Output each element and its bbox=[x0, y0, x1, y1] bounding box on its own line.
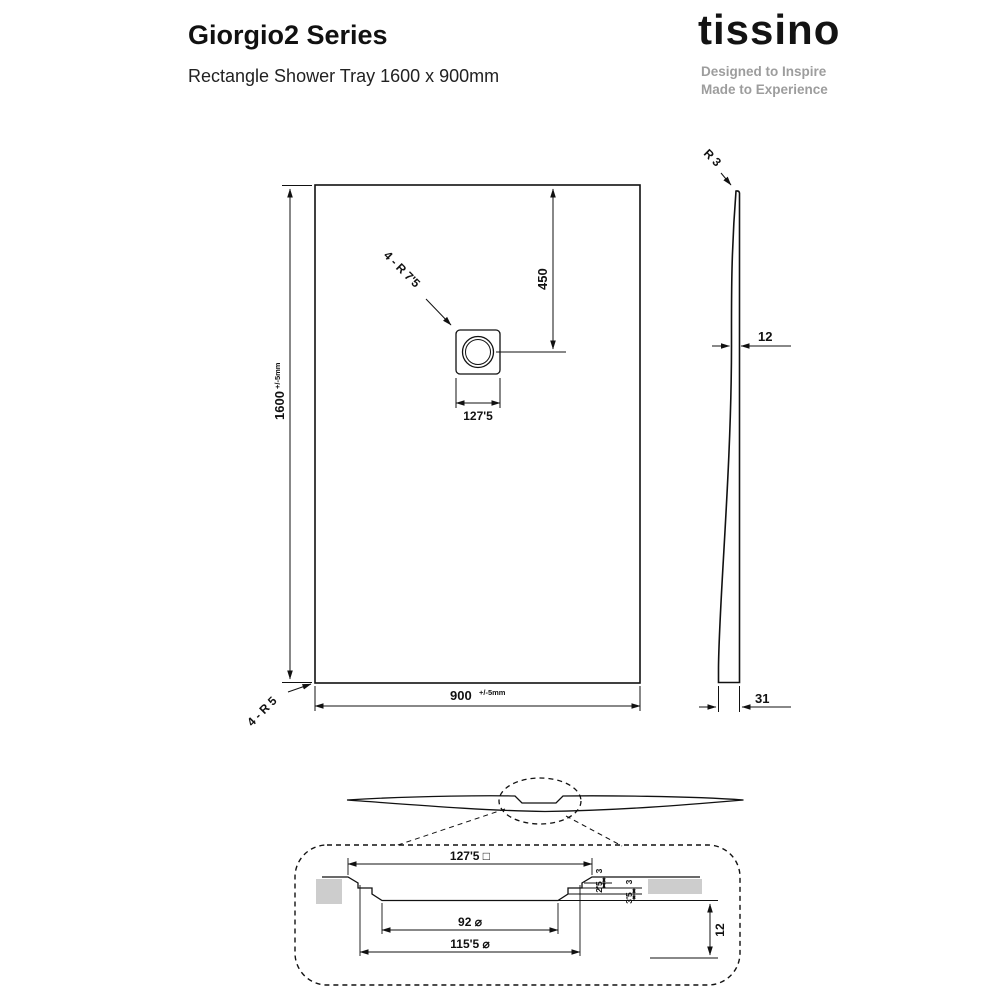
side-profile-view: R 3 12 31 bbox=[699, 146, 791, 712]
product-series-title: Giorgio2 Series bbox=[188, 20, 388, 50]
section-view bbox=[346, 777, 744, 847]
tray-outline bbox=[314, 184, 641, 684]
plan-drain-radius-label: 4 - R 7'5 bbox=[381, 248, 423, 290]
plan-drain-width-dim: 127'5 bbox=[463, 409, 493, 423]
side-height-dim: 31 bbox=[755, 691, 769, 706]
detail-step-dim-4: 3'5 bbox=[624, 892, 634, 904]
height-extension-lines bbox=[718, 686, 740, 712]
detail-step-dim-3: 3 bbox=[624, 879, 634, 884]
corner-radius-leader-arrow bbox=[287, 683, 312, 693]
width-extension-lines bbox=[314, 686, 641, 711]
detail-step-dim-1: 3 bbox=[594, 868, 604, 873]
detail-shade-right bbox=[648, 879, 702, 894]
detail-callout-line-left bbox=[394, 808, 506, 847]
plan-corner-radius-label: 4 - R 5 bbox=[244, 694, 280, 730]
detail-boundary bbox=[294, 844, 741, 986]
drain-radius-leader-arrow bbox=[425, 298, 452, 326]
plan-view: 1600 +/-5mm 450 4 - R 7'5 127'5 900 +/-5… bbox=[244, 184, 641, 730]
detail-shade-left bbox=[316, 879, 342, 904]
detail-callout-ellipse bbox=[498, 777, 582, 825]
detail-step-dim-2: 2'5 bbox=[594, 881, 604, 893]
side-edge-radius-label: R 3 bbox=[701, 146, 724, 169]
tissino-logo: tissino bbox=[698, 6, 841, 53]
drain-detail-view: 127'5 □ 3 2'5 3 3'5 92 ⌀ 115'5 ⌀ 12 bbox=[294, 844, 741, 986]
drain-outer-ring bbox=[461, 335, 495, 369]
side-thickness-dim: 12 bbox=[758, 329, 772, 344]
product-subtitle: Rectangle Shower Tray 1600 x 900mm bbox=[188, 66, 500, 86]
detail-square-dim: 127'5 □ bbox=[450, 849, 490, 863]
section-profile-outline bbox=[346, 795, 744, 813]
detail-step-extension-lines bbox=[558, 882, 718, 901]
detail-outer-dia-extension-lines bbox=[359, 885, 581, 956]
plan-width-dim-tolerance: +/-5mm bbox=[479, 688, 506, 697]
side-profile-outline bbox=[717, 190, 741, 684]
length-extension-lines bbox=[282, 185, 312, 683]
brand-tagline-line2: Made to Experience bbox=[701, 82, 828, 98]
brand-tagline-line1: Designed to Inspire bbox=[701, 64, 827, 79]
detail-recess-profile bbox=[322, 876, 700, 902]
plan-length-dim-tolerance: +/-5mm bbox=[273, 362, 282, 389]
plan-length-dim-value: 1600 bbox=[272, 391, 287, 420]
brand-tagline: Designed to Inspire Made to Experience bbox=[701, 63, 828, 99]
detail-depth-dim: 12 bbox=[713, 923, 727, 937]
detail-inner-diameter-dim: 92 ⌀ bbox=[458, 915, 483, 929]
plan-width-dim-value: 900 bbox=[450, 688, 472, 703]
plan-drain-offset-dim: 450 bbox=[535, 268, 550, 290]
drain-inner-ring bbox=[465, 339, 491, 365]
detail-callout-line-right bbox=[565, 815, 623, 847]
edge-radius-leader-arrow bbox=[720, 172, 732, 186]
detail-outer-diameter-dim: 115'5 ⌀ bbox=[450, 937, 490, 951]
